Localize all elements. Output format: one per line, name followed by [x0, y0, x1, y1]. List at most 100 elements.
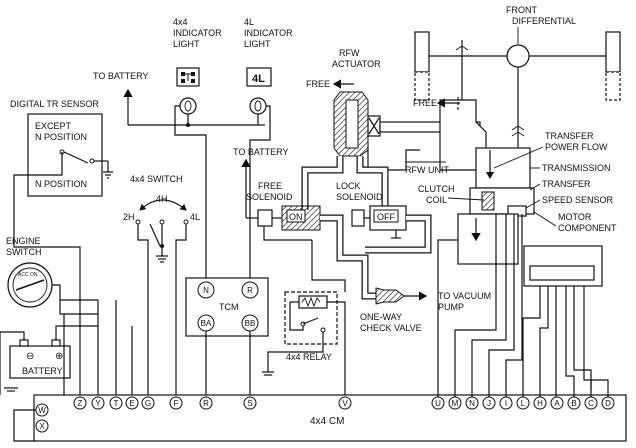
transmission-label: TRANSMISSION [542, 163, 611, 173]
rfw-unit-label: RFW UNIT [405, 165, 449, 175]
svg-text:FREE: FREE [258, 181, 282, 191]
svg-text:W: W [38, 406, 46, 415]
lock-solenoid-icon: OFF [351, 205, 407, 239]
svg-text:SWITCH: SWITCH [6, 247, 42, 257]
rfw-unit-icon [439, 40, 487, 171]
svg-text:4L: 4L [252, 73, 265, 85]
tcm-pin-bb: BB [241, 314, 259, 332]
svg-text:COMPONENT: COMPONENT [558, 223, 617, 233]
svg-text:FRONT: FRONT [506, 5, 537, 15]
svg-text:G: G [145, 399, 151, 408]
svg-text:4x4: 4x4 [173, 17, 188, 27]
svg-text:CHECK VALVE: CHECK VALVE [360, 323, 422, 333]
svg-text:A: A [554, 399, 560, 408]
svg-text:4L: 4L [244, 17, 254, 27]
free-solenoid-icon: ON [257, 205, 321, 231]
engine-switch-icon: ACC ON [7, 262, 53, 308]
svg-text:TRANSFER: TRANSFER [545, 131, 594, 141]
svg-text:Z: Z [78, 399, 83, 408]
motor-component-label: MOTOR COMPONENT [558, 212, 617, 233]
sw-2h-label: 2H [123, 212, 135, 222]
svg-text:⊖: ⊖ [26, 351, 34, 362]
svg-text:V: V [342, 399, 348, 408]
svg-text:CLUTCH: CLUTCH [418, 184, 455, 194]
free-solenoid-label: FREE SOLENOID [246, 181, 293, 202]
svg-text:N: N [203, 286, 209, 295]
tcm-label: TCM [219, 302, 239, 312]
svg-text:⊕: ⊕ [55, 351, 63, 362]
transfer-power-flow-label: TRANSFER POWER FLOW [545, 131, 608, 152]
svg-text:T: T [114, 399, 119, 408]
svg-text:LOCK: LOCK [336, 181, 361, 191]
badge-4l-icon: 4L [246, 67, 272, 87]
free-right-label: FREE [413, 98, 437, 108]
digital-tr-sensor-label: DIGITAL TR SENSOR [10, 99, 99, 109]
clutch-coil-label: CLUTCH COIL [418, 184, 455, 205]
svg-text:BA: BA [201, 319, 212, 328]
svg-text:ACTUATOR: ACTUATOR [332, 59, 381, 69]
svg-text:N POSITION: N POSITION [35, 132, 87, 142]
speed-sensor-label: SPEED SENSOR [542, 195, 614, 205]
badge-4x4-icon [176, 67, 200, 87]
svg-text:ONE-WAY: ONE-WAY [360, 312, 402, 322]
svg-text:INDICATOR: INDICATOR [173, 28, 222, 38]
cm-4x4-label: 4x4 CM [310, 416, 344, 427]
svg-text:B: B [571, 399, 576, 408]
svg-text:DIFFERENTIAL: DIFFERENTIAL [512, 16, 576, 26]
to-battery-mid-label: TO BATTERY [233, 147, 289, 157]
svg-text:SOLENOID: SOLENOID [336, 192, 383, 202]
indicator-4l-label: 4L INDICATOR LIGHT [244, 17, 293, 49]
svg-text:E: E [129, 399, 134, 408]
lamp-4l-icon [249, 97, 267, 115]
free-top-label: FREE [306, 79, 330, 89]
svg-text:N: N [469, 399, 475, 408]
svg-text:EXCEPT: EXCEPT [35, 121, 72, 131]
n-position-label: N POSITION [35, 179, 87, 189]
svg-text:F: F [174, 399, 179, 408]
front-axle-icon [414, 31, 621, 180]
svg-text:R: R [247, 286, 253, 295]
digital-tr-sensor-box [27, 113, 103, 197]
svg-text:PUMP: PUMP [438, 302, 464, 312]
svg-text:D: D [605, 399, 611, 408]
svg-text:R: R [203, 399, 209, 408]
engine-switch-label: ENGINE SWITCH [6, 236, 42, 257]
rfw-actuator-icon [333, 91, 381, 157]
cm-pins-bottom-left: Z Y T E G F R S V [73, 396, 352, 410]
rfw-actuator-label: RFW ACTUATOR [332, 48, 381, 69]
svg-text:C: C [588, 399, 594, 408]
except-n-label: EXCEPT N POSITION [35, 121, 87, 142]
svg-text:MOTOR: MOTOR [558, 212, 592, 222]
check-valve-icon [375, 287, 405, 305]
indicator-4x4-label: 4x4 INDICATOR LIGHT [173, 17, 222, 49]
svg-text:BB: BB [245, 319, 256, 328]
svg-text:ENGINE: ENGINE [6, 236, 41, 246]
tcm-pin-r: R [241, 281, 259, 299]
to-vacuum-pump-label: TO VACUUM PUMP [438, 291, 491, 312]
transfer-icon [457, 147, 535, 265]
svg-text:H: H [537, 399, 543, 408]
battery-icon: ⊖ ⊕ BATTERY [9, 339, 71, 379]
svg-text:LIGHT: LIGHT [173, 39, 200, 49]
switch-4x4-label: 4x4 SWITCH [130, 174, 183, 184]
svg-text:ON: ON [289, 212, 303, 222]
svg-text:RFW: RFW [339, 48, 360, 58]
svg-text:S: S [247, 399, 252, 408]
svg-text:J: J [487, 399, 491, 408]
lock-solenoid-label: LOCK SOLENOID [336, 181, 383, 202]
sw-4h-label: 4H [156, 194, 168, 204]
relay-4x4-label: 4x4 RELAY [286, 352, 332, 362]
cm-pins-bottom-right: U M N J I L H A B C D [431, 396, 615, 410]
battery-label: BATTERY [22, 366, 63, 376]
svg-text:LIGHT: LIGHT [244, 39, 271, 49]
svg-text:U: U [435, 399, 441, 408]
front-differential-label: FRONT DIFFERENTIAL [506, 5, 576, 26]
one-way-check-valve-label: ONE-WAY CHECK VALVE [360, 312, 422, 333]
svg-text:OFF: OFF [377, 212, 395, 222]
tcm-pin-n: N [197, 281, 215, 299]
svg-text:TO VACUUM: TO VACUUM [438, 291, 491, 301]
svg-text:I: I [505, 399, 507, 408]
svg-text:ACC ON: ACC ON [18, 272, 38, 278]
svg-text:Y: Y [95, 399, 101, 408]
